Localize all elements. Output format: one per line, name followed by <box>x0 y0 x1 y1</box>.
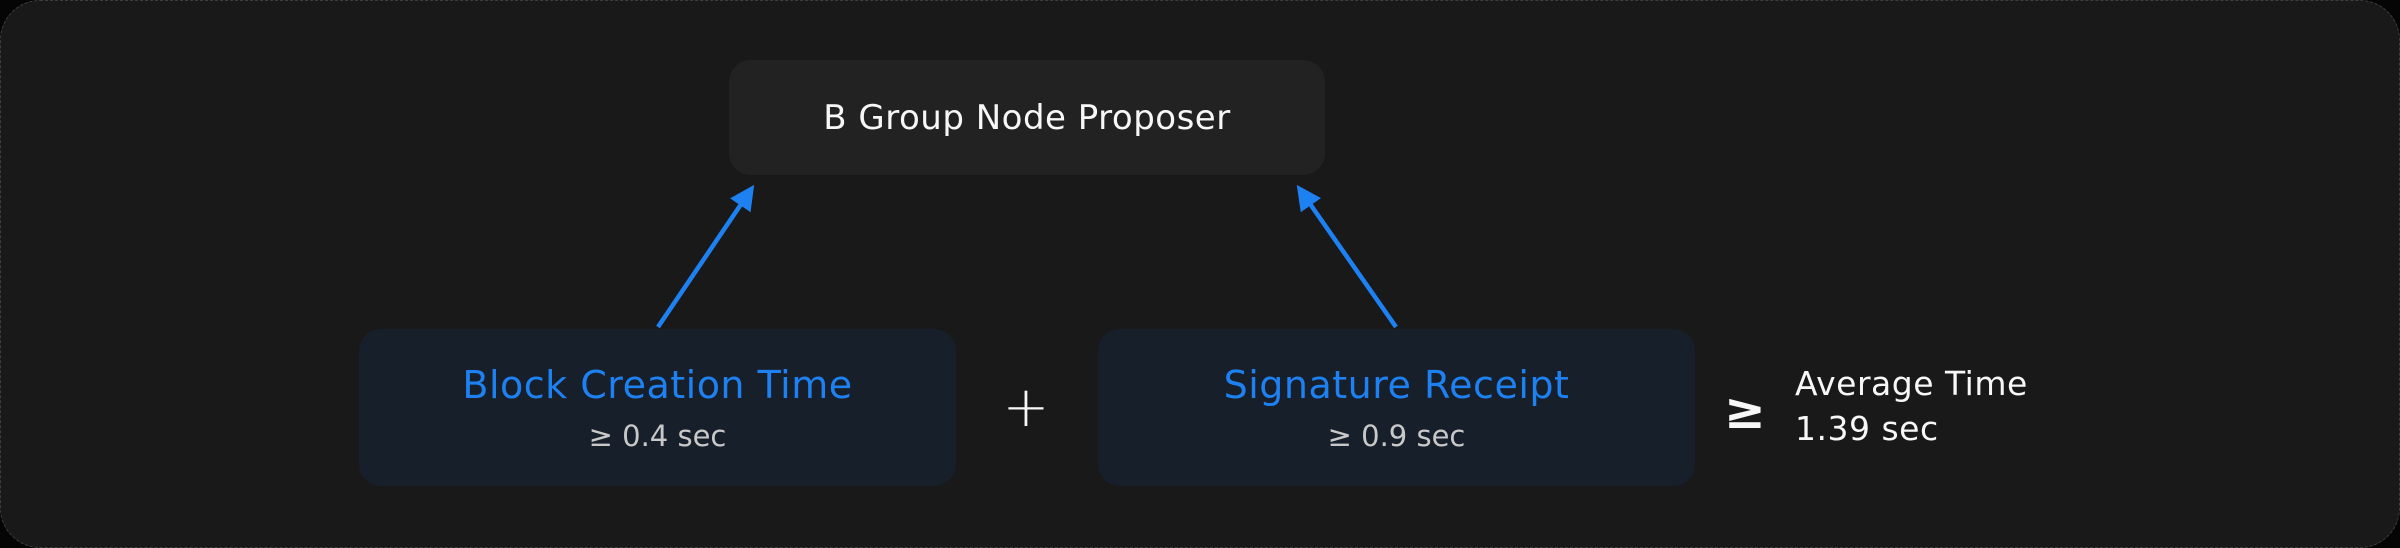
node-block-creation-time: Block Creation Time ≥ 0.4 sec <box>359 329 956 486</box>
node-signature-receipt-title: Signature Receipt <box>1223 362 1570 407</box>
node-signature-receipt-value: ≥ 0.9 sec <box>1327 418 1466 453</box>
arrow-up-right-icon <box>1296 184 1398 329</box>
plus-operator: + <box>1002 374 1050 440</box>
result-line-2: 1.39 sec <box>1795 409 1939 448</box>
greater-equal-operator: ≥ <box>1724 382 1766 440</box>
arrow-up-left-icon <box>656 184 755 329</box>
node-signature-receipt: Signature Receipt ≥ 0.9 sec <box>1098 329 1695 486</box>
node-proposer-label: B Group Node Proposer <box>823 97 1231 138</box>
node-proposer: B Group Node Proposer <box>729 60 1325 175</box>
node-block-creation-time-value: ≥ 0.4 sec <box>588 418 727 453</box>
node-block-creation-time-title: Block Creation Time <box>462 362 853 407</box>
result-line-1: Average Time <box>1795 364 2028 403</box>
result-text: Average Time 1.39 sec <box>1795 361 2028 451</box>
